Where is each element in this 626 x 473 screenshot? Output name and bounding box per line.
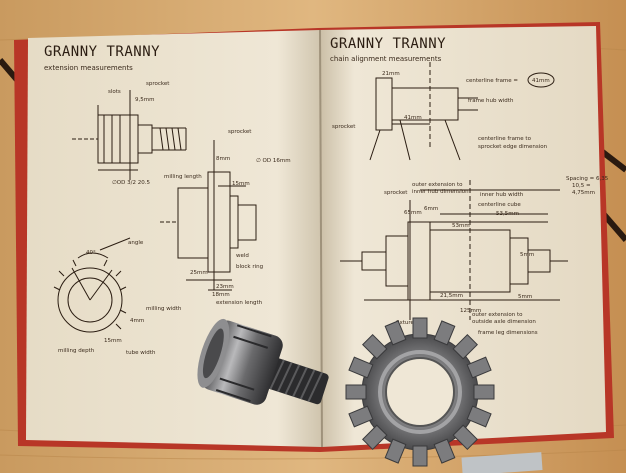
label-spacing: Spacing = 6,35 <box>566 176 609 182</box>
label-centerline-cube: centerline cube <box>478 202 521 208</box>
ruler <box>461 452 543 473</box>
label-inner-hub-width: inner hub width <box>480 192 524 198</box>
label-frame-hub-width: frame hub width <box>468 98 514 104</box>
label-9-5mm: 9,5mm <box>135 97 154 103</box>
label-milling-depth: milling depth <box>58 348 95 354</box>
label-block-ring: block ring <box>236 264 263 270</box>
label-od-16mm: ∅ OD 16mm <box>256 158 291 164</box>
sprocket-gear <box>345 317 495 467</box>
label-65mm: 65mm <box>404 210 422 216</box>
label-41mm-circled: 41mm <box>532 78 550 84</box>
right-page-subtitle: chain alignment measurements <box>330 55 442 63</box>
label-spacing-3: 4,75mm <box>572 190 595 196</box>
label-inner-hub-dim: inner hub dimension <box>412 189 469 195</box>
label-centerline-frame: centerline frame = <box>466 78 518 84</box>
label-spacing-2: 10,5 = <box>572 183 591 189</box>
label-sprocket: sprocket <box>146 81 170 87</box>
label-40-deg: 40° <box>86 250 96 256</box>
label-od: ∅OD 3/2 20.5 <box>112 180 150 186</box>
label-tube-width: tube width <box>126 350 156 356</box>
label-15mm: 15mm <box>232 181 250 187</box>
label-sprocket-2: sprocket <box>228 129 252 135</box>
label-21-5mm: 21,5mm <box>440 293 463 299</box>
sketch-ring <box>53 237 131 333</box>
label-centerline-frame-to: centerline frame to <box>478 136 532 142</box>
left-page-subtitle: extension measurements <box>44 64 133 72</box>
label-5mm-b: 5mm <box>520 252 534 258</box>
label-frame-leg: frame leg dimensions <box>478 330 538 336</box>
sketch-extension-assembly <box>160 140 257 291</box>
label-4mm: 4mm <box>130 318 144 324</box>
label-23mm: 23mm <box>216 284 234 290</box>
label-milling-length: milling length <box>164 174 202 180</box>
label-weld: weld <box>236 253 249 259</box>
label-slots: slots <box>108 89 121 95</box>
sketch-hub <box>340 180 568 320</box>
label-53mm: 53mm <box>452 223 470 229</box>
label-8mm: 8mm <box>216 156 230 162</box>
label-milling-width: milling width <box>146 306 182 312</box>
label-53-5mm: 53,5mm <box>496 211 519 217</box>
label-21mm: 21mm <box>382 71 400 77</box>
sketch-chain-alignment-top <box>369 62 555 161</box>
label-sprocket-r2: sprocket <box>384 190 408 196</box>
left-page-title: GRANNY TRANNY <box>44 44 160 60</box>
label-41mm: 41mm <box>404 115 422 121</box>
sketch-extension-side <box>72 90 187 180</box>
label-25mm: 25mm <box>190 270 208 276</box>
label-fixture-ring: fixture ring <box>396 320 426 326</box>
label-125mm: 125mm <box>460 308 481 314</box>
label-outside-axle: outside axle dimension <box>472 319 536 325</box>
label-angle: angle <box>128 240 144 246</box>
label-sprocket-edge: sprocket edge dimension <box>478 144 548 150</box>
metal-extension-tool <box>197 318 329 405</box>
label-6mm: 6mm <box>424 206 438 212</box>
label-sprocket-r: sprocket <box>332 124 356 130</box>
label-extension-length: extension length <box>216 300 263 306</box>
label-5mm: 5mm <box>518 294 532 300</box>
label-outer-ext-to: outer extension to <box>472 312 523 318</box>
right-page-title: GRANNY TRANNY <box>330 36 446 52</box>
label-15mm-b: 15mm <box>104 338 122 344</box>
label-18mm: 18mm <box>212 292 230 298</box>
label-outer-extension: outer extension to <box>412 182 463 188</box>
